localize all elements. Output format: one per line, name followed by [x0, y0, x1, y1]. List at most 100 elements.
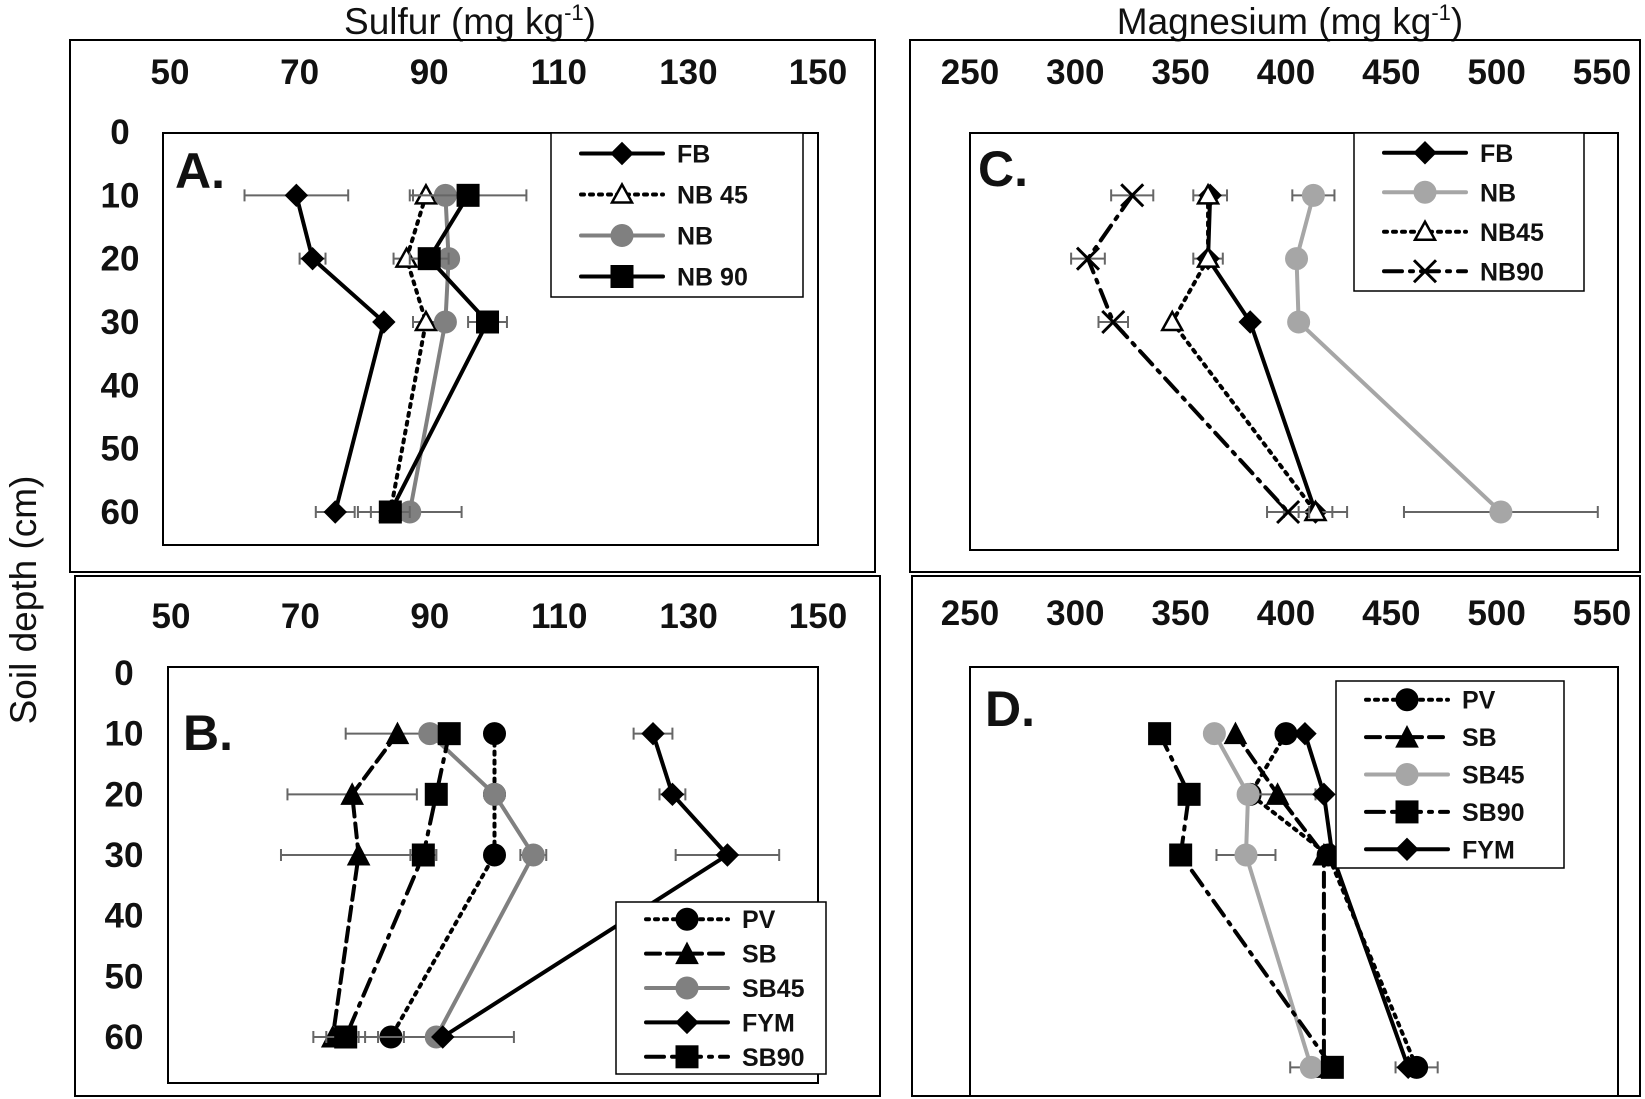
panel-b-series-fym [431, 721, 781, 1049]
panel-a-x-tick-130: 130 [659, 53, 717, 92]
panel-b-legend-item-fym-marker [675, 1010, 699, 1035]
panel-a-series-fb-line [294, 193, 387, 514]
panel-a-series-fb-point-1 [300, 246, 325, 271]
panel-a-series-nb-90-point-3 [378, 500, 402, 524]
panel-d-series-sb45 [1202, 722, 1334, 1079]
panel-d-plot-area [969, 666, 1619, 1097]
panel-d-series-sb45-point-0 [1202, 722, 1226, 746]
panel-c-legend-item-nb-marker [1413, 180, 1437, 204]
panel-a-legend-item-nb-45-label: NB 45 [677, 182, 748, 210]
panel-c-legend-item-nb45-marker [1412, 219, 1438, 241]
panel-c-series-nb45-point-3 [1303, 499, 1328, 522]
panel-c-x-tick-450: 450 [1362, 53, 1420, 92]
panel-c-series-nb45-point-2 [1160, 309, 1185, 332]
panel-c-series-nb [1285, 183, 1599, 524]
panel-d-series-sb-point-0 [1223, 721, 1248, 745]
panel-d-series-sb90-point-3 [1320, 1055, 1344, 1079]
panel-b-frame [74, 575, 881, 1097]
panel-a-series-fb-point-2 [372, 310, 396, 334]
panel-a-series-nb-45-line [388, 193, 429, 514]
panel-b-series-pv-line [388, 731, 497, 1039]
panel-c-legend-item-nb-label: NB [1480, 179, 1516, 207]
panel-b-x-tick-90: 90 [410, 597, 449, 636]
panel-a-y-tick-60: 60 [101, 493, 140, 532]
panel-d-series-fym-point-0 [1293, 721, 1317, 746]
sulfur-axis-title: Sulfur (mg kg-1) [344, 0, 596, 42]
panel-b-y-tick-40: 40 [105, 897, 144, 936]
panel-a-series-nb-point-2 [433, 310, 457, 334]
panel-b-series-fym-point-3 [431, 1025, 455, 1049]
panel-a-legend-item-fb-label: FB [677, 141, 710, 169]
panel-b-y-tick-10: 10 [105, 715, 144, 754]
panel-b-y-tick-20: 20 [105, 775, 144, 814]
panel-c-series-nb-point-1 [1285, 247, 1309, 271]
panel-c-series-nb-point-3 [1489, 500, 1513, 524]
panel-c-x-tick-400: 400 [1257, 53, 1315, 92]
panel-b-series-sb90-point-0 [437, 722, 461, 746]
panel-c-legend-item-nb90-marker [1412, 259, 1438, 284]
panel-b-series-sb90-point-3 [334, 1025, 358, 1049]
panel-d-x-tick-350: 350 [1151, 594, 1209, 633]
panel-c-series-nb90-point-3 [1276, 499, 1301, 525]
panel-c-series-nb-point-2 [1287, 310, 1311, 334]
panel-b-series-fym-line [440, 731, 731, 1039]
panel-c-x-tick-350: 350 [1151, 53, 1209, 92]
panel-b-series-sb90 [325, 722, 461, 1049]
panel-b-plot-area [167, 666, 819, 1084]
panel-d-series-sb45-point-2 [1234, 843, 1258, 867]
panel-a-x-tick-150: 150 [789, 53, 847, 92]
panel-a-frame [69, 39, 876, 573]
panel-d-x-tick-250: 250 [941, 594, 999, 633]
panel-c-series-nb45-point-1 [1195, 246, 1221, 268]
panel-c-series-fb-point-2 [1238, 310, 1262, 334]
panel-b-x-tick-130: 130 [659, 597, 717, 636]
panel-b-y-tick-0: 0 [114, 654, 133, 693]
panel-a-legend-item-nb-45-marker [609, 181, 635, 204]
panel-c-legend-item-fb-label: FB [1480, 140, 1513, 168]
panel-c-x-tick-500: 500 [1467, 53, 1525, 92]
panel-d-legend-item-sb45-marker [1395, 763, 1419, 786]
panel-a-legend-item-nb-label: NB [677, 223, 713, 251]
panel-a-y-tick-50: 50 [101, 430, 140, 469]
panel-a-legend-item-nb-90-label: NB 90 [677, 264, 748, 292]
panel-c-series-nb90-point-1 [1075, 246, 1101, 271]
panel-b-series-pv-point-0 [483, 722, 506, 746]
panel-d-legend-item-sb-marker [1395, 725, 1419, 748]
panel-c-series-nb45-line [1169, 193, 1318, 514]
panel-d-series-sb45-line [1212, 731, 1314, 1070]
panel-b-label: B. [183, 705, 233, 761]
panel-a-x-tick-110: 110 [531, 53, 587, 92]
panel-d-legend-item-sb90-marker [1395, 800, 1419, 824]
panel-b-series-fym-point-2 [715, 843, 740, 867]
panel-b-series-sb-point-0 [385, 721, 410, 745]
panel-a-series-nb-45 [378, 182, 440, 522]
panel-a-series-nb-90 [369, 183, 528, 524]
panel-b-series-sb-point-2 [346, 842, 371, 866]
panel-b-legend-item-sb45-label: SB45 [742, 975, 805, 1003]
panel-d-series-sb90-point-1 [1177, 782, 1201, 806]
panel-b-legend-item-sb90-marker [675, 1045, 699, 1069]
panel-b-legend-item-pv-marker [675, 907, 699, 931]
panel-c-legend-item-nb45-label: NB45 [1480, 219, 1544, 247]
panel-a-plot-area [162, 132, 819, 546]
panel-a-legend-item-nb-marker [610, 224, 634, 247]
panel-b-series-sb90-point-2 [411, 843, 435, 867]
panel-c-legend-item-nb90-label: NB90 [1480, 258, 1544, 286]
panel-d-series-sb90-point-0 [1148, 722, 1172, 746]
panel-c-legend-box [1353, 132, 1585, 292]
panel-b-series-sb-line [330, 731, 400, 1039]
panel-d-series-fym-point-3 [1396, 1055, 1420, 1080]
panel-d-x-tick-500: 500 [1467, 594, 1525, 633]
panel-d-legend-item-pv-marker [1395, 688, 1419, 712]
panel-d-x-tick-300: 300 [1046, 594, 1104, 633]
panel-a-x-tick-70: 70 [280, 53, 319, 92]
panel-d-legend-item-sb-label: SB [1462, 724, 1497, 752]
panel-a-y-tick-30: 30 [101, 303, 140, 342]
panel-a-y-tick-20: 20 [101, 240, 140, 279]
